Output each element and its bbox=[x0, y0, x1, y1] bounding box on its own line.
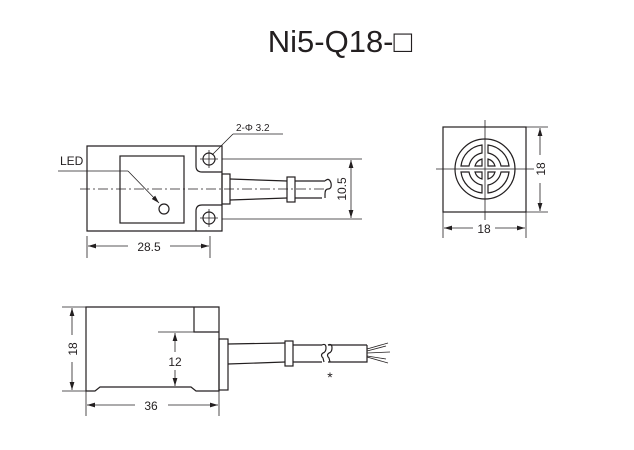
model-title: Ni5-Q18-□ bbox=[268, 24, 413, 59]
led-icon bbox=[158, 203, 170, 215]
cable bbox=[229, 178, 288, 201]
dim-height-label: 18 bbox=[534, 162, 548, 176]
dim-sensing-height-label: 12 bbox=[168, 355, 182, 369]
dim-length-label: 28.5 bbox=[137, 240, 161, 254]
mount-ear-top bbox=[195, 146, 222, 173]
top-view: LED 2-Φ 3.2 10.5 28.5 bbox=[58, 123, 362, 258]
cable-collar bbox=[218, 338, 229, 391]
cable-collar bbox=[221, 173, 231, 205]
dim-height-label: 10.5 bbox=[335, 177, 349, 201]
body-outline bbox=[85, 306, 220, 392]
body-outline bbox=[86, 145, 223, 232]
led-label: LED bbox=[60, 154, 84, 168]
dim-width-label: 18 bbox=[477, 222, 491, 236]
cable bbox=[227, 342, 286, 365]
wire-ends bbox=[366, 342, 391, 364]
hole-label: 2-Φ 3.2 bbox=[236, 123, 270, 134]
cable-break bbox=[320, 343, 333, 363]
cable-note: * bbox=[327, 369, 333, 385]
cable-ring bbox=[286, 176, 296, 203]
mount-ear-bottom bbox=[195, 204, 222, 231]
dim-height-label: 18 bbox=[66, 342, 80, 356]
front-face bbox=[442, 126, 527, 213]
sensing-face bbox=[119, 155, 185, 224]
dim-length-label: 36 bbox=[144, 399, 158, 413]
front-view: 18 18 bbox=[436, 120, 548, 238]
side-view: * 18 12 36 bbox=[62, 306, 391, 416]
cable-break bbox=[324, 178, 332, 198]
